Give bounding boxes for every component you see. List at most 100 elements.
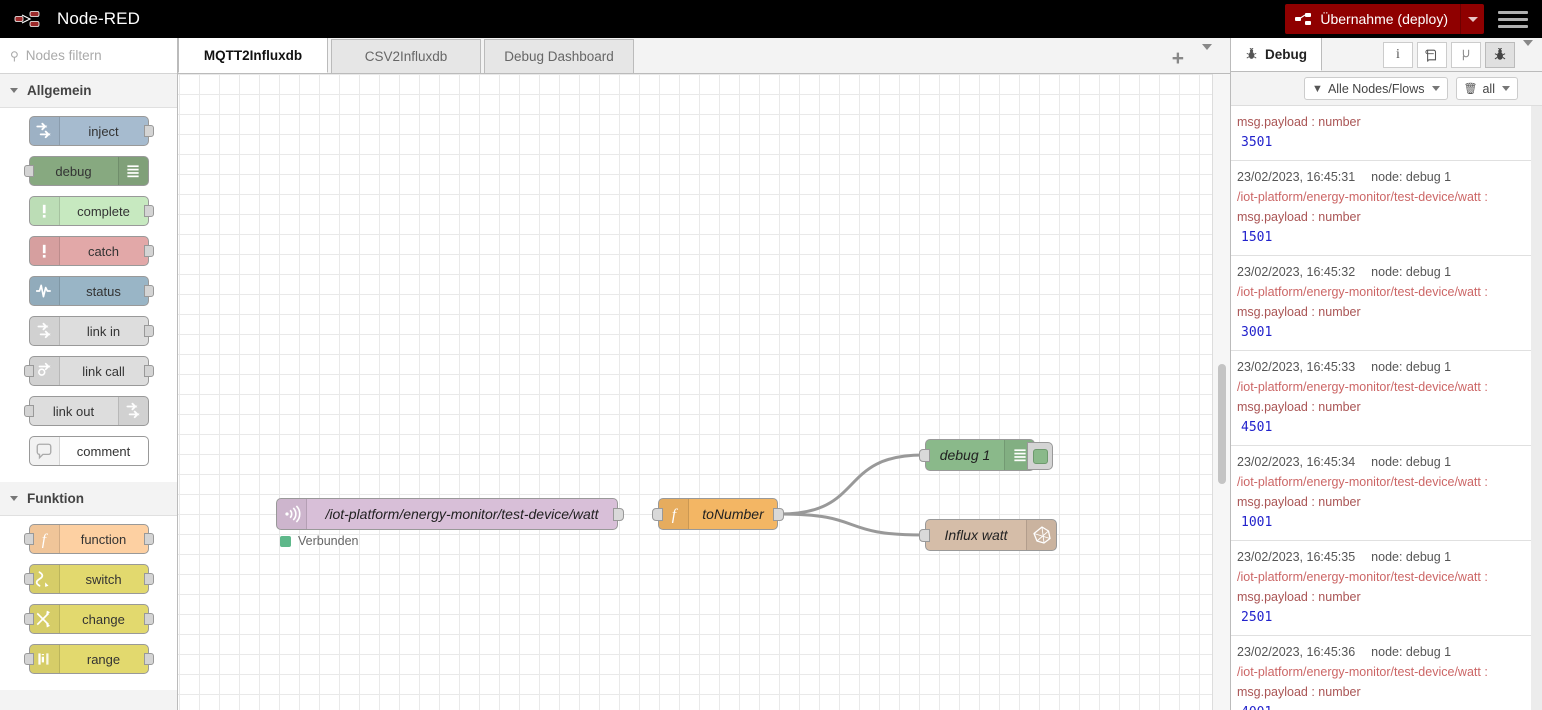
debug-message-value: 4001 xyxy=(1237,702,1521,710)
palette-node-link-call[interactable]: link call xyxy=(23,356,154,386)
book-icon xyxy=(1425,49,1437,62)
debug-message-node: node: debug 1 xyxy=(1371,550,1452,564)
flow-tab-debug dashboard[interactable]: Debug Dashboard xyxy=(484,39,634,73)
palette-node-switch[interactable]: switch xyxy=(23,564,154,594)
config-nodes-icon xyxy=(1462,49,1470,61)
flow-node-output-port[interactable] xyxy=(773,508,784,521)
pulse-wave-icon-wrap xyxy=(29,277,60,305)
deploy-options-button[interactable] xyxy=(1460,4,1484,34)
wire-to-number-to-debug-1[interactable] xyxy=(779,453,924,516)
debug-node-toggle[interactable] xyxy=(1027,442,1053,470)
palette-node-comment[interactable]: comment xyxy=(28,436,149,466)
palette-node-output-port xyxy=(143,573,154,585)
palette-category-label: Allgemein xyxy=(27,83,92,98)
palette-category-label: Funktion xyxy=(27,491,84,506)
flow-tab-csv2influxdb[interactable]: CSV2Influxdb xyxy=(331,39,481,73)
debug-message-property: msg.payload : number xyxy=(1237,685,1361,699)
palette-node-output-port xyxy=(143,125,154,137)
debug-message-property: msg.payload : number xyxy=(1237,495,1361,509)
debug-message-topic: /iot-platform/energy-monitor/test-device… xyxy=(1237,665,1488,679)
debug-filter-button[interactable]: ▼ Alle Nodes/Flows xyxy=(1304,77,1448,100)
chevron-down-icon xyxy=(1202,43,1212,67)
debug-message-timestamp: 23/02/2023, 16:45:31 xyxy=(1237,170,1356,184)
flow-node-status: Verbunden xyxy=(280,534,358,548)
flow-node-mqtt-in[interactable]: /iot-platform/energy-monitor/test-device… xyxy=(276,498,624,530)
svg-text:f: f xyxy=(42,532,49,548)
debug-message-timestamp: 23/02/2023, 16:45:34 xyxy=(1237,455,1356,469)
palette-node-input-port xyxy=(23,165,34,177)
palette-search[interactable]: ⚲ xyxy=(0,38,177,74)
palette-node-link-out[interactable]: link out xyxy=(23,396,149,426)
flow-node-input-port[interactable] xyxy=(919,449,930,462)
function-f-icon: f xyxy=(671,507,678,523)
search-input[interactable] xyxy=(25,48,166,63)
debug-message-topic: /iot-platform/energy-monitor/test-device… xyxy=(1237,570,1488,584)
debug-message-property: msg.payload : number xyxy=(1237,400,1361,414)
debug-message-property: msg.payload : number xyxy=(1237,210,1361,224)
info-button[interactable]: i xyxy=(1383,42,1413,68)
debug-clear-button[interactable]: 🗑 all xyxy=(1455,77,1518,100)
help-button[interactable] xyxy=(1417,42,1447,68)
debug-message-value: 2501 xyxy=(1241,610,1273,625)
palette-node-catch[interactable]: catch xyxy=(28,236,154,266)
pulse-wave-icon xyxy=(36,284,51,298)
debug-message-timestamp: 23/02/2023, 16:45:36 xyxy=(1237,645,1356,659)
flow-canvas[interactable]: /iot-platform/energy-monitor/test-device… xyxy=(178,74,1230,710)
svg-text:f: f xyxy=(671,507,678,523)
range-icon-wrap xyxy=(29,645,60,673)
flow-list-button[interactable] xyxy=(1194,43,1220,68)
palette-node-output-port xyxy=(143,245,154,257)
flow-node-output-port[interactable] xyxy=(613,508,624,521)
debug-lines-icon xyxy=(127,165,139,178)
add-flow-button[interactable]: + xyxy=(1171,47,1184,70)
palette-category-funktion[interactable]: Funktion xyxy=(0,482,177,516)
debug-sidebar: Debug i xyxy=(1230,38,1542,710)
speech-bubble-icon xyxy=(36,443,52,460)
flow-node-input-port[interactable] xyxy=(652,508,663,521)
chevron-down-icon xyxy=(10,496,18,501)
flow-node-input-port[interactable] xyxy=(919,529,930,542)
flow-node-label: Influx watt xyxy=(944,527,1008,543)
sidebar-more-button[interactable] xyxy=(1515,40,1542,64)
canvas-scrollbar[interactable] xyxy=(1212,74,1230,710)
palette-node-complete[interactable]: complete xyxy=(28,196,154,226)
palette-category-allgemein[interactable]: Allgemein xyxy=(0,74,177,108)
debug-lines-icon xyxy=(1013,449,1026,462)
app-header: Node-RED Übernahme (deploy) xyxy=(0,0,1542,38)
config-nodes-button[interactable] xyxy=(1451,42,1481,68)
mqtt-signal-icon xyxy=(284,505,300,523)
palette-node-link-in[interactable]: link in xyxy=(28,316,154,346)
palette-node-status[interactable]: status xyxy=(28,276,154,306)
deploy-button[interactable]: Übernahme (deploy) xyxy=(1285,4,1460,34)
palette-node-label: link out xyxy=(52,403,95,419)
flow-tab-mqtt2influxdb[interactable]: MQTT2Influxdb xyxy=(178,38,328,73)
debug-message-topic: /iot-platform/energy-monitor/test-device… xyxy=(1237,285,1488,299)
palette-node-change[interactable]: change xyxy=(23,604,154,634)
palette-node-inject[interactable]: inject xyxy=(28,116,154,146)
flow-node-influx-watt[interactable]: Influx watt xyxy=(919,519,1057,551)
palette-node-range[interactable]: range xyxy=(23,644,154,674)
flow-node-debug-1[interactable]: debug 1 xyxy=(919,439,1053,471)
main-menu-button[interactable] xyxy=(1498,7,1528,32)
debug-button[interactable] xyxy=(1485,42,1515,68)
palette-node-debug[interactable]: debug xyxy=(23,156,149,186)
wire-to-number-to-influx-watt[interactable] xyxy=(779,512,924,537)
debug-message-property: msg.payload : number xyxy=(1237,115,1361,129)
tab-debug[interactable]: Debug xyxy=(1231,38,1322,71)
exclamation-icon-wrap xyxy=(29,197,60,225)
info-icon: i xyxy=(1396,47,1400,62)
canvas-scrollbar-thumb[interactable] xyxy=(1218,364,1226,484)
debug-message-timestamp: 23/02/2023, 16:45:33 xyxy=(1237,360,1356,374)
